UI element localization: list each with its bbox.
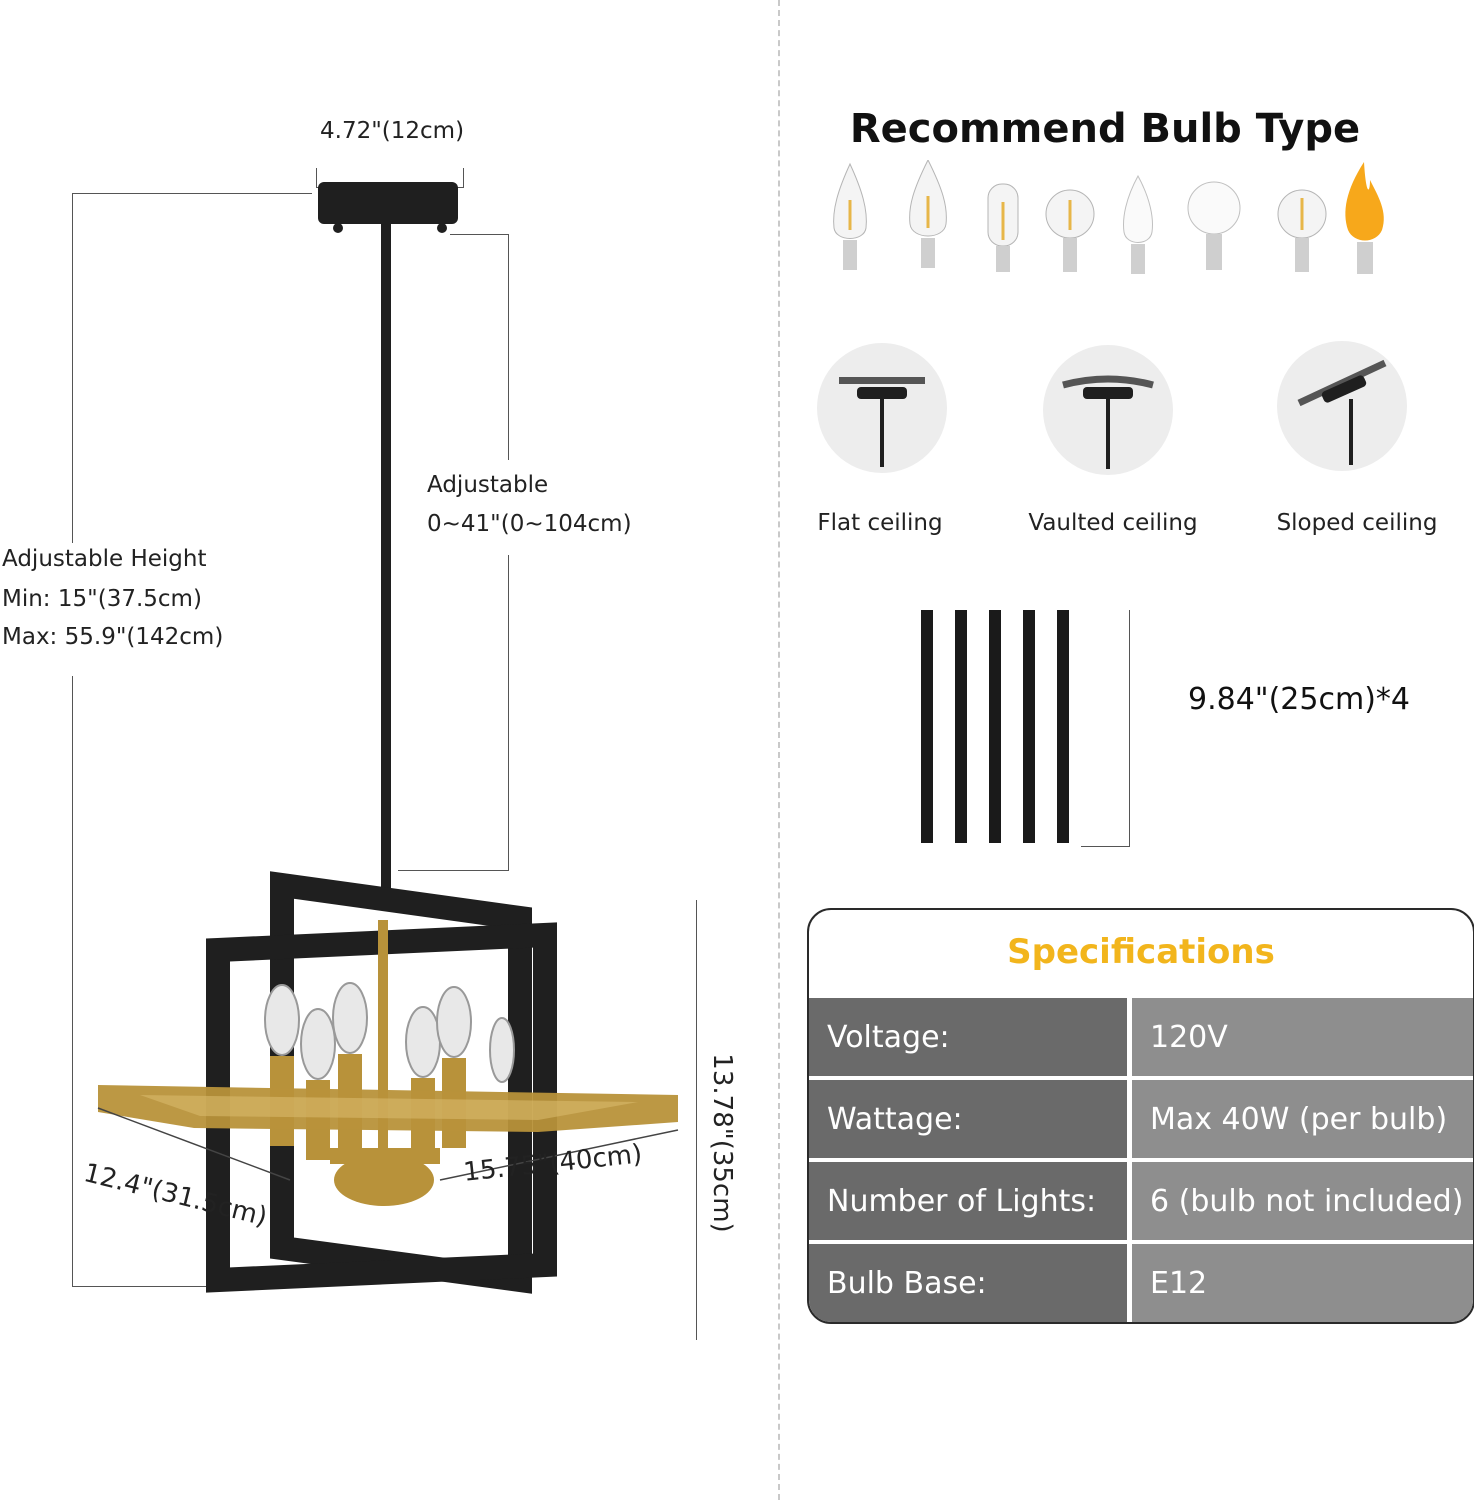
rod-length-bracket — [1129, 610, 1130, 847]
height-bracket-lower — [72, 676, 73, 1286]
spec-row-bulb-base: Bulb Base: E12 — [809, 1244, 1473, 1322]
height-bracket-bottom — [72, 1286, 222, 1287]
globe-filament-bulb-icon — [1277, 189, 1327, 272]
led-globe-bulb-icon — [1187, 181, 1241, 270]
spec-value: E12 — [1132, 1244, 1473, 1322]
globe-filament-bulb-icon — [1045, 189, 1095, 272]
spec-label: Bulb Base: — [809, 1244, 1127, 1322]
rod-length-label: 9.84"(25cm)*4 — [1188, 682, 1410, 717]
spec-label: Number of Lights: — [809, 1162, 1127, 1240]
extension-rod — [1057, 610, 1069, 843]
adjustable-range: 0~41"(0~104cm) — [427, 511, 632, 537]
canopy-width-tick-left — [316, 168, 317, 188]
candle-filament-bulb-icon — [909, 160, 947, 268]
tubular-filament-bulb-icon — [987, 183, 1019, 272]
specifications-title: Specifications — [1007, 932, 1275, 972]
height-bracket-top — [72, 193, 312, 194]
vaulted-ceiling-icon — [1043, 345, 1173, 475]
height-bracket-upper — [72, 193, 73, 543]
rod-bracket-lower — [508, 555, 509, 871]
spec-label: Voltage: — [809, 998, 1127, 1076]
extension-rod — [1023, 610, 1035, 843]
flat-ceiling-icon — [817, 343, 947, 473]
sloped-ceiling-label: Sloped ceiling — [1276, 510, 1438, 536]
spec-row-voltage: Voltage: 120V — [809, 998, 1473, 1076]
rod-bracket-upper — [508, 234, 509, 460]
canopy-width-label: 4.72"(12cm) — [320, 118, 465, 144]
panel-divider — [778, 0, 780, 1500]
spec-value: Max 40W (per bulb) — [1132, 1080, 1473, 1158]
led-candle-bulb-icon — [1123, 174, 1153, 274]
sloped-ceiling-icon — [1277, 341, 1407, 471]
extension-rod — [955, 610, 967, 843]
adjustable-height-title: Adjustable Height — [2, 546, 207, 572]
fixture-height-label: 13.78"(35cm) — [707, 1053, 737, 1233]
extension-rod — [921, 610, 933, 843]
specifications-table: Specifications Voltage: 120V Wattage: Ma… — [807, 908, 1474, 1324]
bulb-type-title: Recommend Bulb Type — [849, 106, 1361, 152]
chandelier-illustration — [97, 182, 679, 1294]
rod-bracket-top — [450, 234, 509, 235]
spec-row-number-of-lights: Number of Lights: 6 (bulb not included) — [809, 1162, 1473, 1240]
spec-value: 120V — [1132, 998, 1473, 1076]
adjustable-height-min: Min: 15"(37.5cm) — [2, 586, 202, 612]
flat-ceiling-label: Flat ceiling — [817, 510, 943, 536]
adjustable-label: Adjustable — [427, 472, 549, 498]
rod-bracket-bottom — [398, 870, 509, 871]
spec-row-wattage: Wattage: Max 40W (per bulb) — [809, 1080, 1473, 1158]
spec-label: Wattage: — [809, 1080, 1127, 1158]
spec-value: 6 (bulb not included) — [1132, 1162, 1473, 1240]
flame-effect-bulb-icon — [1345, 162, 1384, 274]
canopy-width-tick-right — [463, 168, 464, 188]
adjustable-height-max: Max: 55.9"(142cm) — [2, 624, 224, 650]
candle-filament-bulb-icon — [833, 162, 867, 270]
extension-rod — [989, 610, 1001, 843]
vaulted-ceiling-label: Vaulted ceiling — [1028, 510, 1198, 536]
bulb-icons-row — [833, 160, 1384, 274]
rod-length-bracket-bottom — [1081, 846, 1130, 847]
fixture-height-line — [696, 900, 697, 1340]
